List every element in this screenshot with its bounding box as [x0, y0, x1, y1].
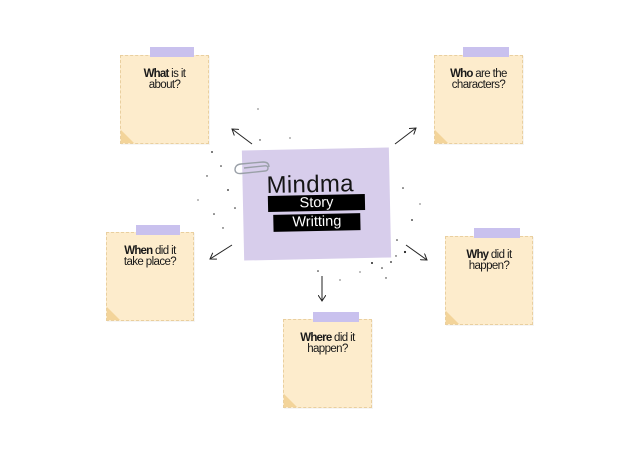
note-question: When did it take place? — [107, 245, 193, 268]
ink-speckles — [197, 108, 421, 281]
note-fold — [284, 394, 297, 407]
sticky-note-when: When did it take place? — [106, 232, 194, 321]
note-fold — [435, 130, 448, 143]
arrow-to-who — [394, 128, 416, 145]
note-keyword: Who — [450, 68, 473, 80]
note-text-rest: is it — [171, 68, 186, 80]
arrow-to-why — [405, 244, 427, 260]
note-text-rest: are the — [475, 68, 507, 80]
note-text-rest: did it — [155, 245, 176, 257]
paperclip-icon — [234, 161, 270, 175]
tape-strip — [474, 228, 520, 238]
tape-strip — [136, 225, 180, 235]
note-question: Why did it happen? — [446, 249, 532, 272]
note-text-line2: take place? — [123, 256, 177, 268]
note-text-line2: happen? — [307, 343, 348, 355]
tape-strip — [463, 47, 509, 57]
note-text-rest: did it — [490, 249, 512, 261]
sticky-note-where: Where did it happen? — [283, 319, 372, 408]
note-keyword: What — [143, 68, 170, 80]
note-text-line2: happen? — [468, 260, 510, 272]
central-subtitle-writting: Writting — [273, 213, 361, 232]
tape-strip — [150, 47, 194, 57]
tape-strip — [313, 312, 359, 322]
central-subtitle-story: Story — [267, 193, 366, 213]
note-question: Where did it happen? — [284, 332, 371, 355]
note-fold — [121, 130, 134, 143]
note-text-line2: about? — [148, 79, 181, 91]
note-fold — [107, 307, 120, 320]
note-text-line2: characters? — [451, 79, 506, 91]
note-fold — [446, 311, 459, 324]
arrow-to-when — [210, 244, 233, 259]
note-keyword: Where — [300, 332, 332, 344]
sticky-note-why: Why did it happen? — [445, 236, 533, 325]
note-question: Who are the characters? — [435, 68, 522, 91]
sticky-note-who: Who are the characters? — [434, 55, 523, 144]
note-text-rest: did it — [334, 332, 355, 344]
note-keyword: Why — [466, 249, 489, 261]
sticky-note-what: What is it about? — [120, 55, 209, 144]
note-keyword: When — [124, 245, 153, 257]
arrow-to-what — [232, 129, 253, 145]
note-question: What is it about? — [121, 68, 208, 91]
